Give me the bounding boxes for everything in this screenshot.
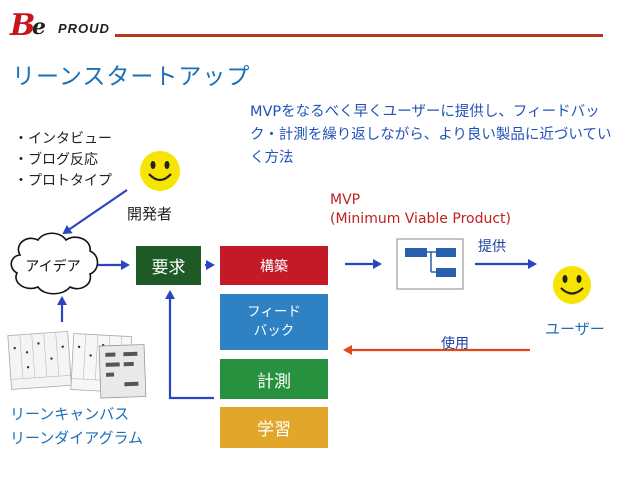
smiley-user-icon: [553, 266, 591, 304]
mvp-line2: (Minimum Viable Product): [330, 211, 511, 227]
bullet-prototype: ・プロトタイプ: [14, 173, 112, 189]
deliver-label: 提供: [478, 239, 506, 255]
smiley-developer-icon: [140, 151, 180, 191]
bullet-blog: ・ブログ反応: [14, 152, 98, 168]
lean-canvas-thumbnail: [7, 330, 147, 399]
feedback-line1: フィード: [247, 304, 301, 320]
bullet-list: ・インタビュー ・ブログ反応 ・プロトタイプ: [14, 129, 112, 192]
bullet-interview: ・インタビュー: [14, 131, 112, 147]
mvp-line1: MVP: [330, 192, 361, 208]
use-label: 使用: [441, 336, 469, 352]
canvas-line1: リーンキャンバス: [10, 405, 130, 423]
developer-label: 開発者: [127, 205, 173, 223]
mvp-label: MVP (Minimum Viable Product): [330, 191, 511, 229]
lean-canvas-label: リーンキャンバス リーンダイアグラム: [10, 402, 143, 450]
requirement-box: 要求: [136, 246, 201, 285]
idea-cloud-shape: [10, 232, 99, 295]
learn-box: 学習: [220, 407, 328, 448]
arrow-learn-to-requirement: [165, 290, 214, 400]
canvas-line2: リーンダイアグラム: [10, 429, 144, 447]
header-rule: [115, 34, 603, 37]
arrow-developer-to-idea: [62, 189, 128, 235]
feedback-line2: バック: [253, 323, 295, 339]
feedback-box: フィード バック: [220, 294, 328, 350]
slide-title: リーンスタートアップ: [12, 64, 251, 90]
mvp-diagram-icon: [396, 238, 464, 290]
idea-label: アイデア: [25, 259, 81, 275]
user-label: ユーザー: [545, 320, 605, 338]
measure-box: 計測: [220, 359, 328, 399]
build-box: 構築: [220, 246, 328, 285]
description-text: MVPをなるべく早くユーザーに提供し、フィードバック・計測を繰り返しながら、より…: [250, 104, 612, 166]
